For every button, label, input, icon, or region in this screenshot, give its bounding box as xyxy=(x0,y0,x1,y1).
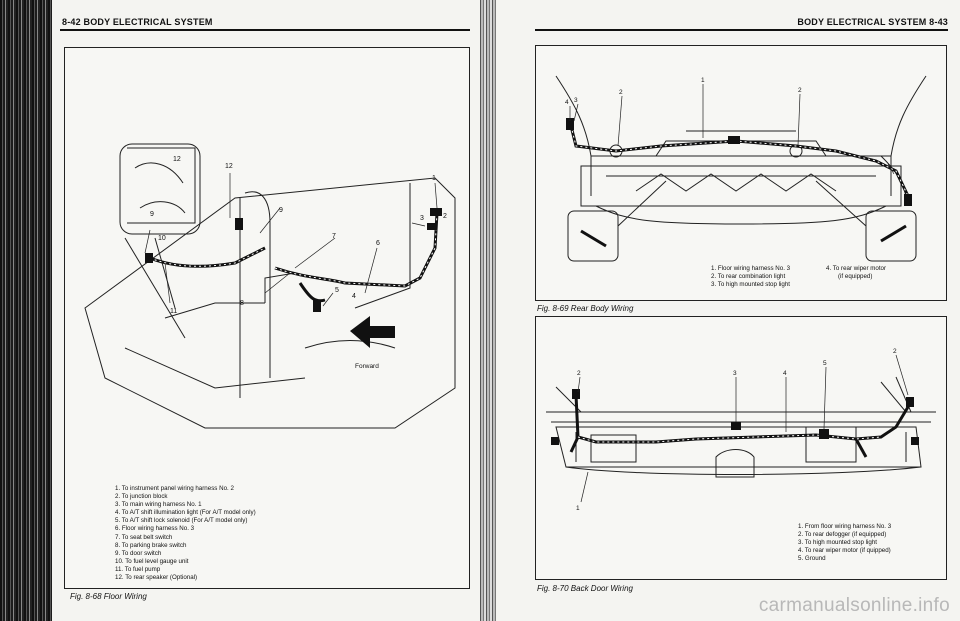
callout-label: 1 xyxy=(432,175,436,182)
book-gutter xyxy=(480,0,496,621)
legend-item: 12. To rear speaker (Optional) xyxy=(115,574,198,582)
back-door-wiring-drawing: 2 3 4 5 2 1 xyxy=(546,348,936,512)
legend-item: 4. To rear wiper motor xyxy=(826,265,887,272)
rear-body-legend-col1: 1. Floor wiring harness No. 3 2. To rear… xyxy=(711,265,790,289)
callout-label: 2 xyxy=(577,370,581,377)
legend-item: 5. Ground xyxy=(798,555,826,563)
right-page: BODY ELECTRICAL SYSTEM 8-43 xyxy=(480,0,960,621)
forward-arrow-icon xyxy=(350,316,395,348)
callout-label: 2 xyxy=(443,213,447,220)
callout-label: 7 xyxy=(332,233,336,240)
floor-wiring-legend: 1. To instrument panel wiring harness No… xyxy=(115,485,256,582)
page-header-right: BODY ELECTRICAL SYSTEM 8-43 xyxy=(797,17,948,27)
callout-label: 4 xyxy=(565,99,569,106)
back-door-wiring-figure: 2 3 4 5 2 1 1. From floor wiring harness… xyxy=(535,316,947,580)
watermark: carmanualsonline.info xyxy=(758,595,950,616)
callout-label: 3 xyxy=(733,370,737,377)
legend-item: 8. To parking brake switch xyxy=(115,541,187,549)
legend-item: 5. To A/T shift lock solenoid (For A/T m… xyxy=(115,517,248,525)
forward-label: Forward xyxy=(355,363,379,370)
legend-item: 3. To high mounted stop light xyxy=(711,281,791,289)
legend-item: 2. To rear combination light xyxy=(711,273,786,281)
callout-label: 4 xyxy=(352,293,356,300)
callout-label: 2 xyxy=(619,89,623,96)
legend-item: 7. To seat belt switch xyxy=(115,533,173,541)
legend-item: 1. Floor wiring harness No. 3 xyxy=(711,265,791,272)
left-page: 8-42 BODY ELECTRICAL SYSTEM xyxy=(0,0,480,621)
floor-wiring-drawing: 12 12 9 10 7 6 1 3 2 5 4 8 11 9 Forward xyxy=(84,143,456,429)
legend-item: 1. From floor wiring harness No. 3 xyxy=(798,523,892,530)
legend-item: 3. To high mounted stop light xyxy=(798,539,878,547)
callout-label: 8 xyxy=(240,300,244,307)
callout-label: 9 xyxy=(150,211,154,218)
figure-caption: Fig. 8-68 Floor Wiring xyxy=(70,592,147,601)
header-rule xyxy=(535,29,948,31)
callout-label: 5 xyxy=(823,360,827,367)
callout-label: 9 xyxy=(279,207,283,214)
back-door-legend: 1. From floor wiring harness No. 3 2. To… xyxy=(798,523,891,563)
book-binding xyxy=(0,0,52,621)
callout-label: 6 xyxy=(376,240,380,247)
legend-item: 3. To main wiring harness No. 1 xyxy=(115,501,202,509)
header-rule xyxy=(60,29,470,31)
rear-body-wiring-drawing: 1 2 3 4 2 xyxy=(555,75,927,262)
figure-caption: Fig. 8-70 Back Door Wiring xyxy=(537,584,633,593)
legend-item: 2. To rear defogger (if equipped) xyxy=(798,531,887,539)
legend-item: 11. To fuel pump xyxy=(115,565,161,573)
floor-wiring-figure: 12 12 9 10 7 6 1 3 2 5 4 8 11 9 Forward … xyxy=(64,47,470,589)
legend-item: (if equipped) xyxy=(838,273,873,281)
callout-label: 10 xyxy=(158,235,166,242)
rear-body-wiring-figure: 1 2 3 4 2 1. Floor wiring harness No. 3 … xyxy=(535,45,947,301)
legend-item: 1. To instrument panel wiring harness No… xyxy=(115,485,234,492)
callout-label: 12 xyxy=(173,156,181,163)
legend-item: 4. To A/T shift illumination light (For … xyxy=(115,509,256,517)
legend-item: 6. Floor wiring harness No. 3 xyxy=(115,525,195,533)
callout-label: 12 xyxy=(225,163,233,170)
callout-label: 2 xyxy=(893,348,897,355)
page-header-left: 8-42 BODY ELECTRICAL SYSTEM xyxy=(62,17,213,27)
callout-label: 3 xyxy=(420,215,424,222)
legend-item: 10. To fuel level gauge unit xyxy=(115,557,189,565)
legend-item: 4. To rear wiper motor (if quipped) xyxy=(798,547,891,555)
callout-label: 4 xyxy=(783,370,787,377)
legend-item: 9. To door switch xyxy=(115,549,162,557)
legend-item: 2. To junction block xyxy=(115,493,168,501)
figure-caption: Fig. 8-69 Rear Body Wiring xyxy=(537,304,634,313)
callout-label: 2 xyxy=(798,87,802,94)
rear-body-legend-col2: 4. To rear wiper motor (if equipped) xyxy=(826,265,886,281)
callout-label: 1 xyxy=(701,77,705,84)
callout-label: 11 xyxy=(170,308,177,315)
callout-label: 1 xyxy=(576,505,580,512)
callout-label: 3 xyxy=(574,97,578,104)
callout-label: 5 xyxy=(335,287,339,294)
